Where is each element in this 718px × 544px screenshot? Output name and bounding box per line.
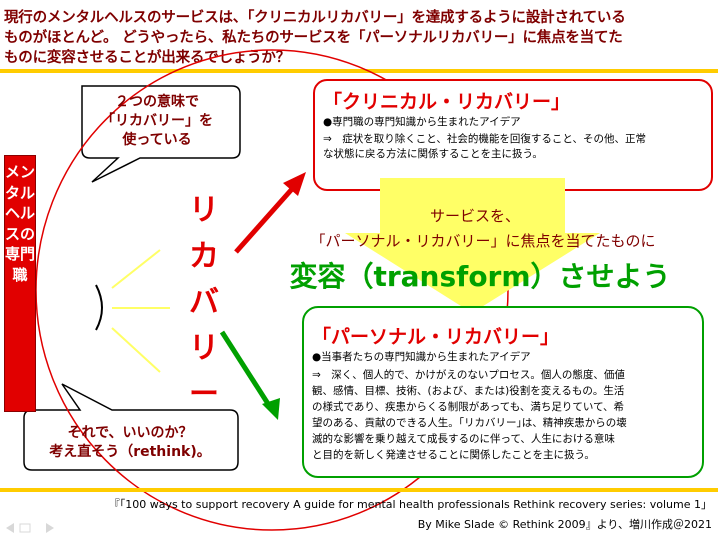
face-profile-line <box>95 284 103 331</box>
clinical-recovery-box: 「クリニカル・リカバリー」 ●専門職の専門知識から生まれたアイデア ⇒ 症状を取… <box>313 79 713 191</box>
callout-top-text: ２つの意味で 「リカバリー」を 使っている <box>92 93 222 150</box>
footer-citation-line-2: By Mike Slade © Rethink 2009』より、増川作成＠202… <box>417 518 712 531</box>
clinical-line-2: ⇒ 症状を取り除くこと、社会的機能を回復すること、その他、正常 <box>323 133 646 145</box>
transform-line-2: 「パーソナル・リカバリー」に焦点を当てたものに <box>310 232 656 250</box>
personal-line-7: と目的を新しく発達させることに関係したことを主に扱う。 <box>312 449 595 461</box>
professional-label-box: メンタルヘルスの専門職 <box>4 155 36 412</box>
callout-top-line-1: ２つの意味で <box>115 94 199 110</box>
callout-bottom-line-1: それで、いいのか？ <box>67 425 193 441</box>
slide-header: 現行のメンタルヘルスのサービスは、「クリニカルリカバリー」を達成するように設計さ… <box>4 6 714 66</box>
header-line-2: ものがほとんど。 どうやったら、私たちのサービスを「パーソナルリカバリー」に焦点… <box>4 30 623 46</box>
callout-top-line-3: 使っている <box>122 132 192 148</box>
footer-citation-line-1: 『「100 ways to support recovery A guide f… <box>108 498 712 511</box>
transform-block-arrow <box>345 178 600 313</box>
red-arrow-shaft <box>234 178 302 254</box>
personal-line-4: の様式であり、疾患からくる制限があっても、満ち足りていて、希 <box>312 401 625 413</box>
callout-bottom-text: それで、いいのか？ 考え直そう（rethink)。 <box>25 424 235 462</box>
transform-headline: 変容（transform）させよう <box>289 260 671 293</box>
green-arrow-shaft <box>219 330 275 412</box>
previous-slide-icon[interactable] <box>6 523 14 533</box>
transform-line-1: サービスを、 <box>429 207 520 225</box>
green-arrow-head <box>262 398 280 420</box>
personal-line-1: ●当事者たちの専門知識から生まれたアイデア <box>312 351 531 363</box>
header-divider <box>0 69 718 73</box>
recovery-vertical-text: リカバリー <box>189 193 219 412</box>
callout-bottom-bubble <box>23 383 239 471</box>
personal-line-2: ⇒ 深く、個人的で、かけがえのないプロセス。個人の態度、価値 <box>312 369 625 381</box>
professional-label-text: メンタルヘルスの専門職 <box>5 163 36 284</box>
slide-menu-icon[interactable] <box>19 523 31 533</box>
header-line-1: 現行のメンタルヘルスのサービスは、「クリニカルリカバリー」を達成するように設計さ… <box>4 10 626 26</box>
clinical-line-3: な状態に戻る方法に関係することを主に扱う。 <box>323 148 543 160</box>
header-line-3: ものに変容させることが出来るでしょうか？ <box>4 50 290 66</box>
callout-bottom-line-2: 考え直そう（rethink)。 <box>49 444 211 460</box>
personal-line-6: 滅的な影響を乗り越えて成長するのに伴って、人生における意味 <box>312 433 615 445</box>
red-arrow-head <box>283 172 306 196</box>
next-slide-icon[interactable] <box>46 523 54 533</box>
personal-line-3: 観、感情、目標、技術、(および、または)役割を変えるもの。生活 <box>312 385 625 397</box>
slideshow-nav-controls[interactable] <box>4 521 64 535</box>
personal-recovery-box: 「パーソナル・リカバリー」 ●当事者たちの専門知識から生まれたアイデア ⇒ 深く… <box>302 306 704 478</box>
footer-divider <box>0 488 718 492</box>
clinical-line-1: ●専門職の専門知識から生まれたアイデア <box>323 116 521 128</box>
callout-top-line-2: 「リカバリー」を <box>101 113 213 129</box>
clinical-recovery-title: 「クリニカル・リカバリー」 <box>323 91 571 113</box>
callout-top-bubble <box>81 85 241 183</box>
personal-recovery-title: 「パーソナル・リカバリー」 <box>312 326 560 348</box>
view-line-lower <box>111 327 161 373</box>
view-line-upper <box>111 249 161 289</box>
personal-line-5: 望のある、貢献のできる人生。｢リカバリー｣は、精神疾患からの壊 <box>312 417 627 429</box>
